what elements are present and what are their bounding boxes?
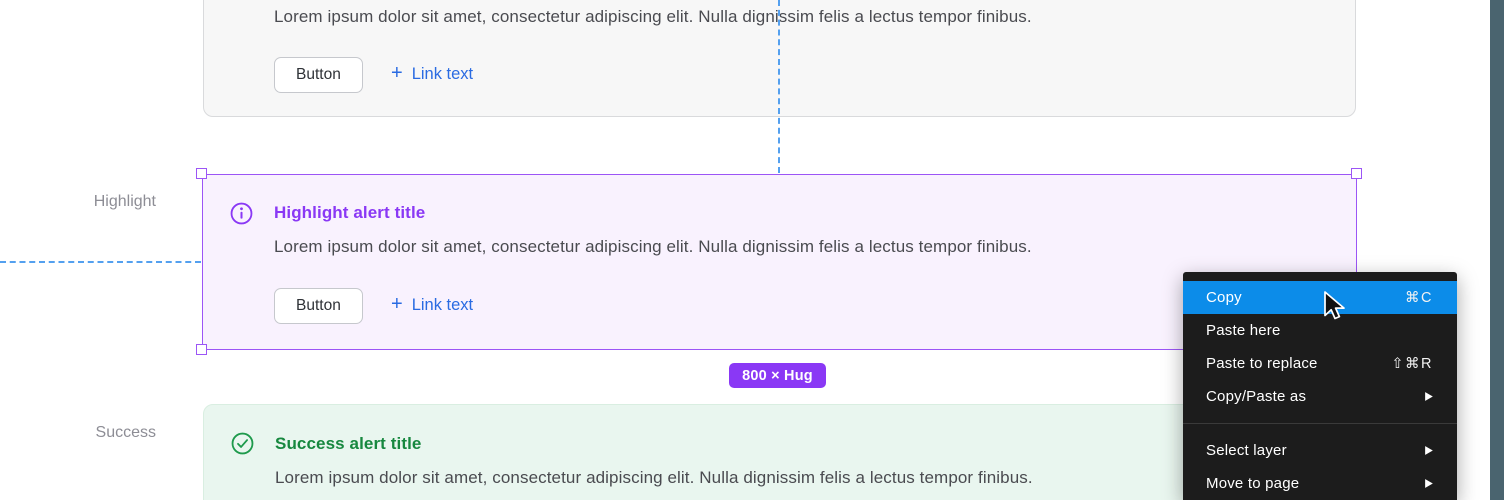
link-label: Link text <box>411 295 474 314</box>
plus-icon: + <box>391 293 403 315</box>
plus-icon: + <box>391 62 403 84</box>
menu-item-label: Copy/Paste as <box>1206 388 1307 405</box>
neutral-alert-button[interactable]: Button <box>274 57 363 93</box>
menu-item-shortcut: ⌘C <box>1405 289 1433 306</box>
selection-handle-top-right[interactable] <box>1351 168 1362 179</box>
menu-item-label: Paste here <box>1206 322 1281 339</box>
vertical-guide-line <box>778 0 780 173</box>
menu-item-move-to-page[interactable]: Move to page ▶ <box>1183 467 1457 500</box>
menu-item-shortcut: ⇧⌘R <box>1391 355 1433 372</box>
window-edge-bar <box>1490 0 1504 500</box>
neutral-alert-body: Lorem ipsum dolor sit amet, consectetur … <box>274 7 1032 26</box>
info-icon <box>230 202 253 225</box>
selection-size-badge: 800 × Hug <box>729 363 826 388</box>
menu-item-paste-to-replace[interactable]: Paste to replace ⇧⌘R <box>1183 347 1457 380</box>
menu-item-label: Paste to replace <box>1206 355 1318 372</box>
context-menu: Copy ⌘C Paste here Paste to replace ⇧⌘R … <box>1183 272 1457 500</box>
menu-item-copy-paste-as[interactable]: Copy/Paste as ▶ <box>1183 380 1457 413</box>
row-label-highlight: Highlight <box>93 193 156 210</box>
neutral-alert-link[interactable]: + Link text <box>391 62 474 84</box>
highlight-alert-title: Highlight alert title <box>274 203 426 222</box>
menu-item-select-layer[interactable]: Select layer ▶ <box>1183 434 1457 467</box>
menu-item-label: Select layer <box>1206 442 1287 459</box>
selection-handle-top-left[interactable] <box>196 168 207 179</box>
check-circle-icon <box>231 432 254 455</box>
menu-item-label: Copy <box>1206 289 1242 306</box>
link-label: Link text <box>411 64 474 83</box>
highlight-alert-link[interactable]: + Link text <box>391 293 474 315</box>
highlight-alert-card[interactable]: Highlight alert title Lorem ipsum dolor … <box>202 174 1357 350</box>
selection-handle-bottom-left[interactable] <box>196 344 207 355</box>
success-alert-card[interactable]: Success alert title Lorem ipsum dolor si… <box>203 404 1356 500</box>
menu-separator <box>1183 423 1457 424</box>
mouse-cursor-icon <box>1324 291 1345 320</box>
horizontal-guide-line <box>0 261 201 263</box>
row-label-success: Success <box>95 424 156 441</box>
highlight-alert-body: Lorem ipsum dolor sit amet, consectetur … <box>274 237 1032 256</box>
menu-item-paste-here[interactable]: Paste here <box>1183 314 1457 347</box>
menu-item-label: Move to page <box>1206 475 1300 492</box>
highlight-alert-button[interactable]: Button <box>274 288 363 324</box>
menu-item-copy[interactable]: Copy ⌘C <box>1183 281 1457 314</box>
submenu-arrow-icon: ▶ <box>1425 444 1433 457</box>
success-alert-title: Success alert title <box>275 434 422 453</box>
submenu-arrow-icon: ▶ <box>1425 477 1433 490</box>
success-alert-body: Lorem ipsum dolor sit amet, consectetur … <box>275 468 1033 487</box>
submenu-arrow-icon: ▶ <box>1425 390 1433 403</box>
